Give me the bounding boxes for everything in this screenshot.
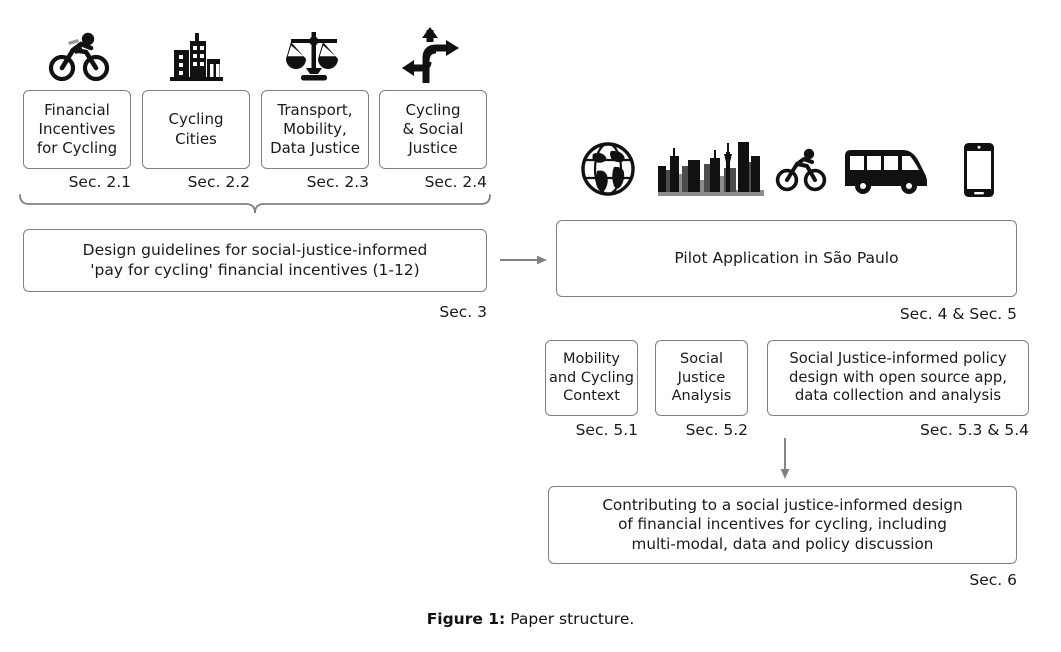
section-box-cycling-social-justice[interactable]: Cycling & Social Justice [379,90,487,169]
figure-caption-text: Paper structure. [510,610,635,628]
section-box-label: Cycling Cities [168,110,224,148]
subsection-box-label: Social Justice-informed policy design wi… [789,349,1007,405]
section-box-label: Transport, Mobility, Data Justice [270,100,360,158]
subsection-box-label: Social Justice Analysis [671,351,732,405]
section-box-cycling-cities[interactable]: Cycling Cities [142,90,250,169]
arrow-down-icon [775,438,795,480]
section-label-5-3-5-4: Sec. 5.3 & 5.4 [920,421,1029,439]
section-label-3: Sec. 3 [439,303,487,321]
section-label-2-2: Sec. 2.2 [187,173,250,191]
subsection-box-policy-design[interactable]: Social Justice-informed policy design wi… [767,340,1029,416]
conclusion-box[interactable]: Contributing to a social justice-informe… [548,486,1017,564]
city-skyline-icon [658,140,764,196]
subsection-box-label: Mobility and Cycling Context [548,351,635,405]
road-junction-arrows-icon [402,27,462,83]
cyclist-icon [775,148,827,192]
design-guidelines-label: Design guidelines for social-justice-inf… [82,240,428,279]
scales-of-justice-icon [285,28,343,83]
pilot-application-box[interactable]: Pilot Application in São Paulo [556,220,1017,297]
section-label-5-1: Sec. 5.1 [575,421,638,439]
bus-icon [841,148,929,194]
figure-caption-label: Figure 1: [426,610,506,628]
section-box-label: Cycling & Social Justice [402,100,464,158]
pilot-application-label: Pilot Application in São Paulo [674,248,899,267]
globe-icon [581,142,635,196]
cyclist-icon [48,30,110,82]
design-guidelines-box[interactable]: Design guidelines for social-justice-inf… [23,229,487,292]
city-buildings-icon [166,30,226,82]
section-box-transport-mobility-data-justice[interactable]: Transport, Mobility, Data Justice [261,90,369,169]
conclusion-label: Contributing to a social justice-informe… [602,495,963,553]
section-label-2-1: Sec. 2.1 [68,173,131,191]
section-label-5-2: Sec. 5.2 [685,421,748,439]
arrow-right-icon [499,250,549,270]
subsection-box-mobility-cycling-context[interactable]: Mobility and Cycling Context [545,340,638,416]
section-box-label: Financial Incentives for Cycling [36,100,118,158]
section-label-2-3: Sec. 2.3 [306,173,369,191]
subsection-box-social-justice-analysis[interactable]: Social Justice Analysis [655,340,748,416]
figure-caption: Figure 1: Paper structure. [0,610,1061,628]
section-label-6: Sec. 6 [969,571,1017,589]
section-label-2-4: Sec. 2.4 [424,173,487,191]
section-label-4-5: Sec. 4 & Sec. 5 [899,305,1017,323]
curly-brace-connector [18,192,492,220]
smartphone-icon [963,142,995,198]
section-box-financial-incentives[interactable]: Financial Incentives for Cycling [23,90,131,169]
